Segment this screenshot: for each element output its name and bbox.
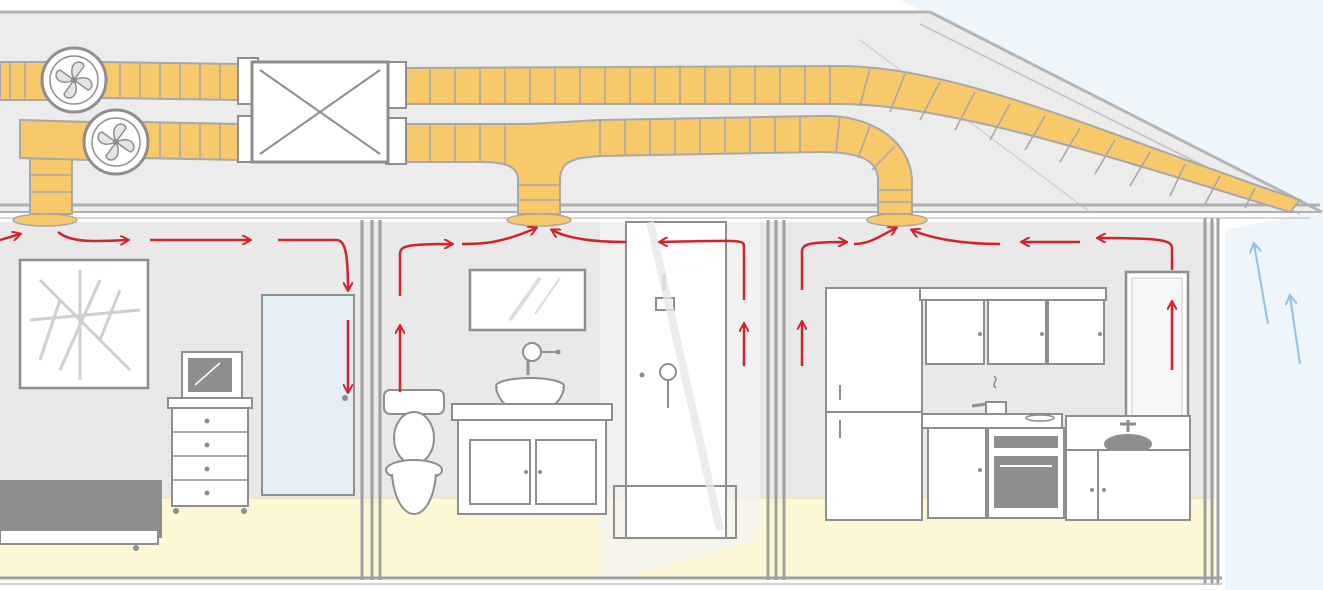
vanity [452, 404, 612, 514]
bed [0, 480, 162, 551]
shower [614, 222, 736, 538]
exhaust-fan [42, 48, 106, 112]
wall-cabinets [920, 288, 1106, 364]
mirror [470, 270, 585, 330]
tv [182, 352, 242, 398]
heat-recovery-unit [238, 58, 406, 164]
dresser [168, 398, 252, 514]
door [262, 295, 354, 495]
refrigerator [826, 288, 922, 520]
outside-air-zone [1228, 228, 1323, 590]
kitchen-sink [1066, 416, 1190, 520]
window [20, 260, 148, 388]
oven [928, 428, 1064, 518]
supply-fan [84, 110, 148, 174]
